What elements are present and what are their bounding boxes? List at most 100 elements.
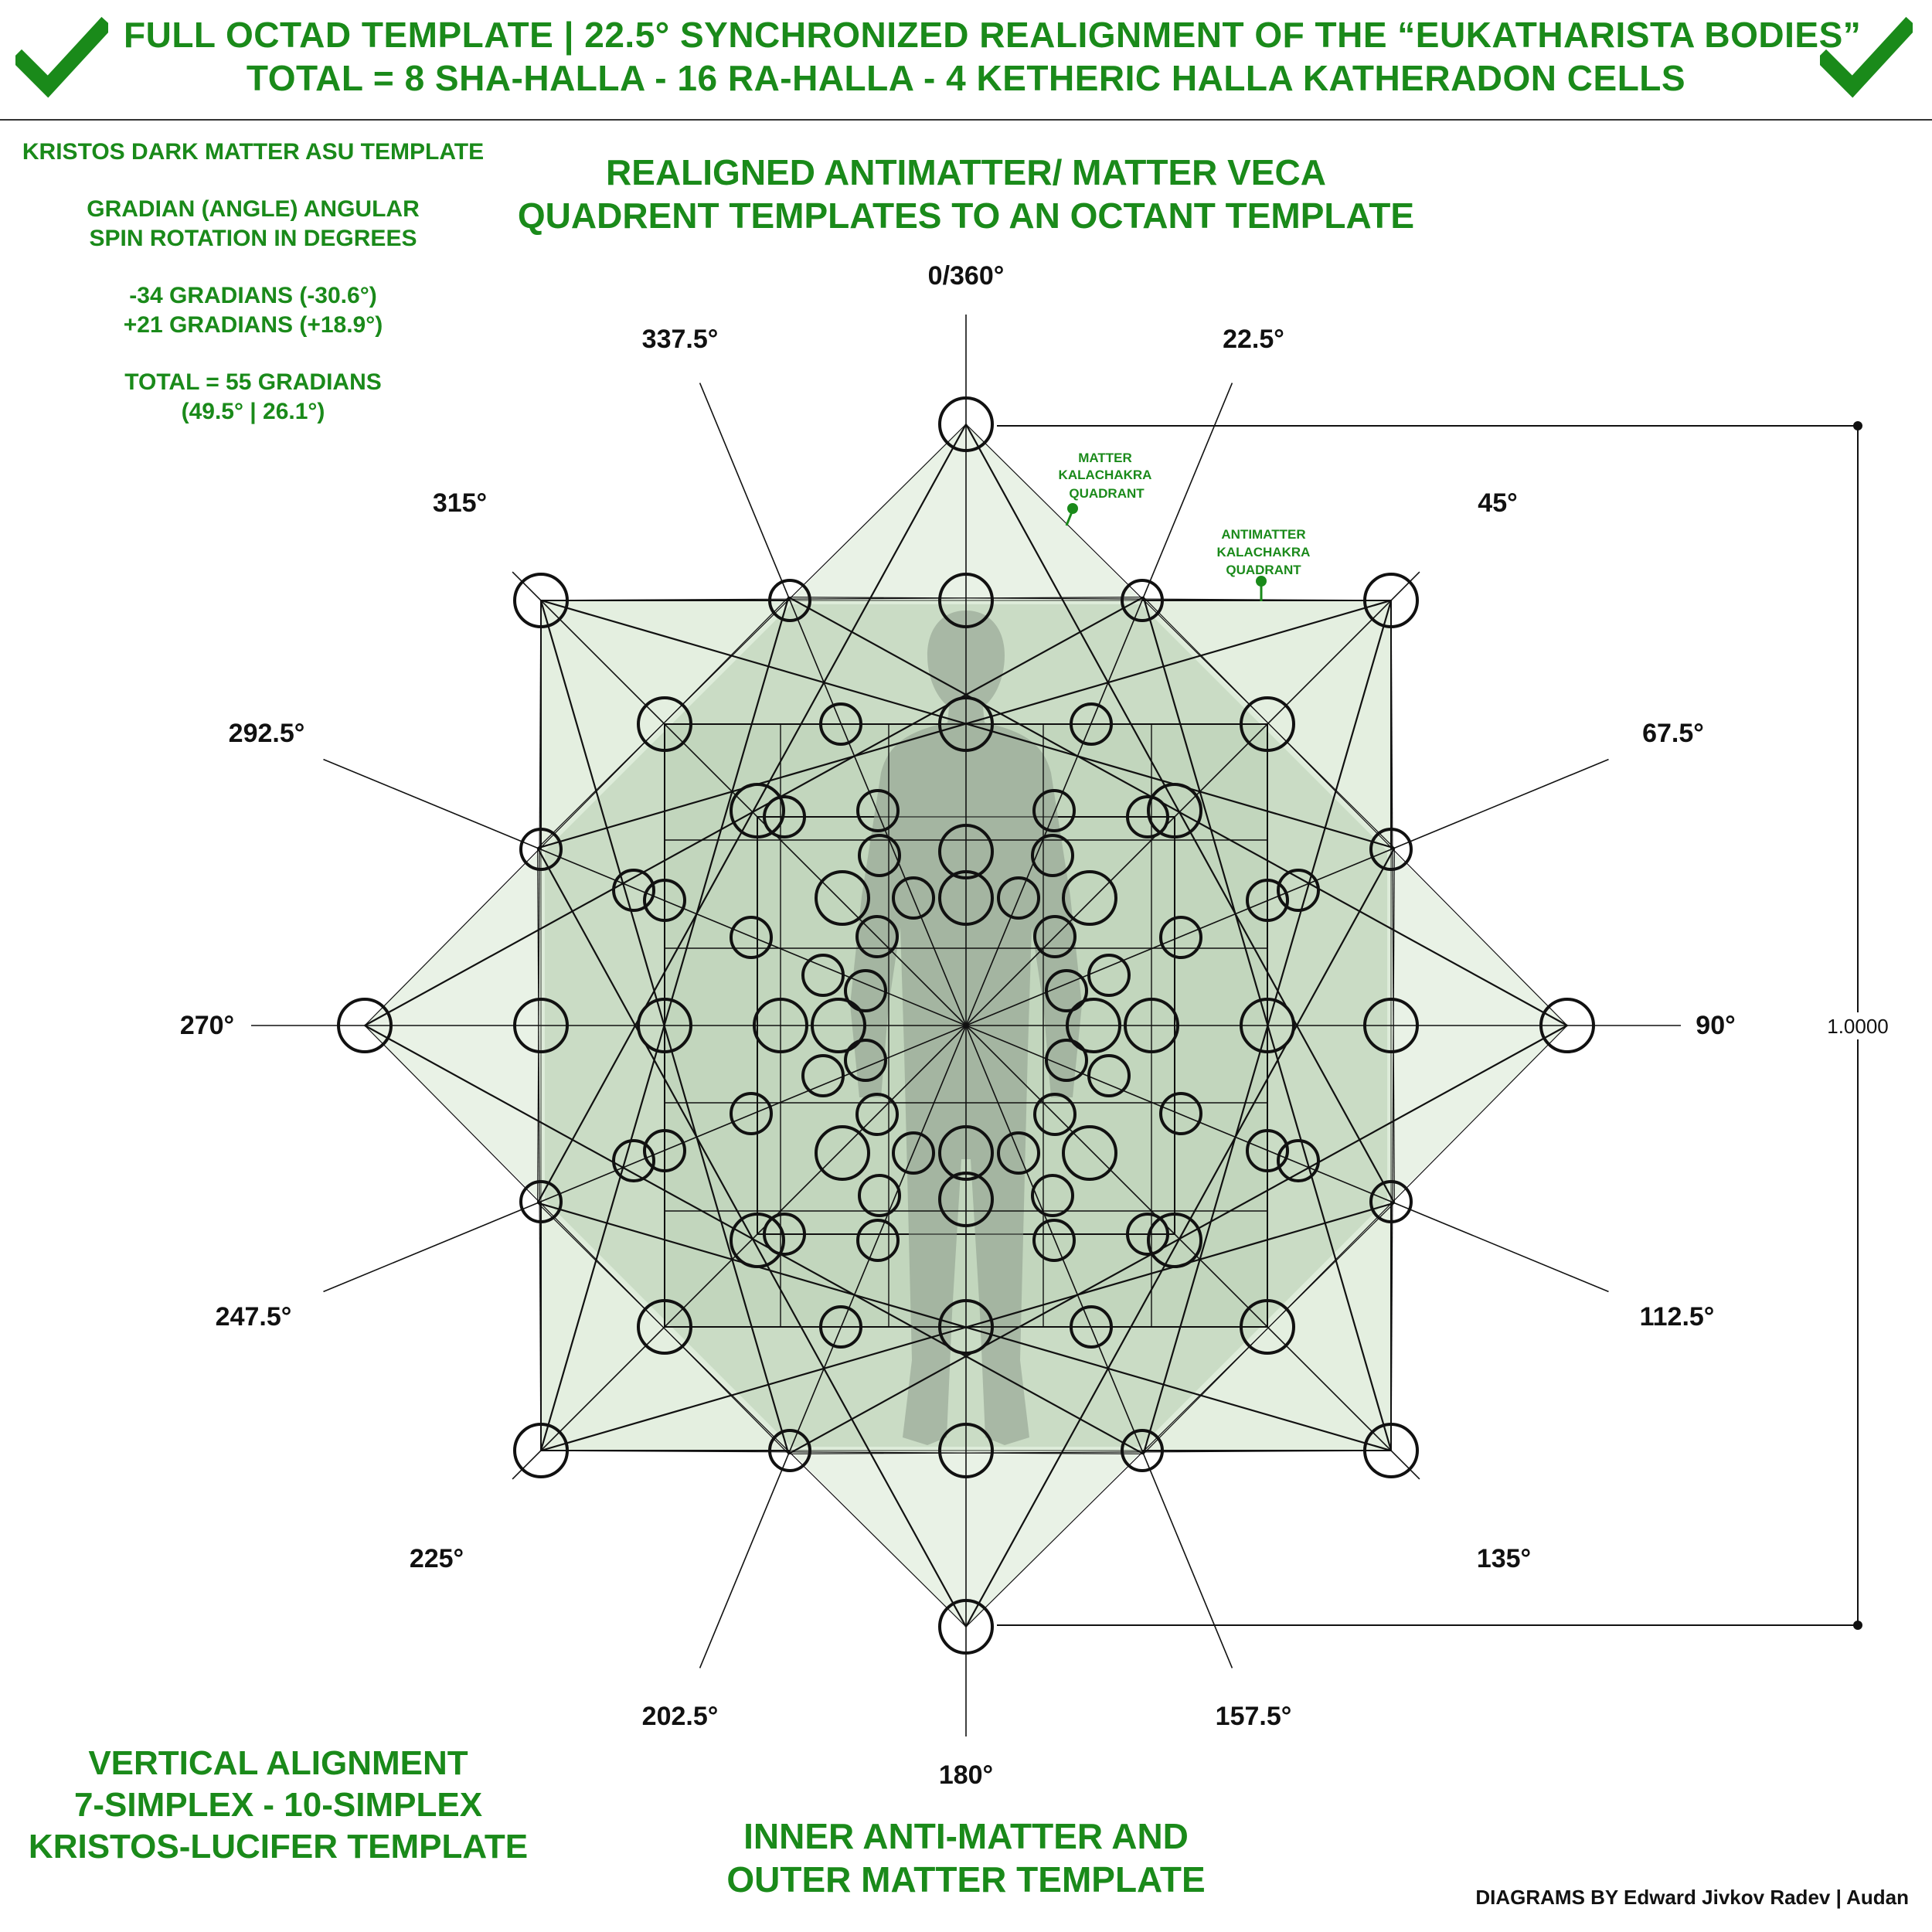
- halla-cell-node: [1159, 916, 1202, 959]
- matter-annotation-line1: MATTER: [1078, 451, 1132, 465]
- antimatter-annotation-dot: [1256, 576, 1267, 587]
- halla-cell-node: [892, 1131, 935, 1175]
- halla-cell-node: [938, 1423, 994, 1478]
- checkmark-icon-left: [15, 16, 108, 98]
- halla-cell-node: [1147, 1213, 1202, 1268]
- notes-value-positive: +21 GRADIANS (+18.9°): [123, 312, 383, 338]
- star-line-b: [788, 1450, 1392, 1454]
- star-line-a: [536, 847, 967, 1628]
- notes-total: TOTAL = 55 GRADIANS: [124, 369, 382, 395]
- angle-label-45: 45°: [1478, 488, 1517, 518]
- halla-cell-node: [858, 1174, 901, 1217]
- halla-cell-node: [858, 834, 901, 877]
- halla-cell-node: [1126, 1213, 1169, 1256]
- angle-label-157: 157.5°: [1216, 1702, 1292, 1731]
- halla-cell-node: [1277, 869, 1320, 912]
- angle-label-270: 270°: [180, 1011, 234, 1040]
- halla-cell-node: [938, 1599, 994, 1655]
- antimatter-annotation-line3: QUADRANT: [1226, 563, 1301, 577]
- template-lines: [251, 315, 1681, 1736]
- angle-label-292: 292.5°: [229, 719, 305, 748]
- halla-cell-node: [815, 870, 870, 926]
- main-title-line1: FULL OCTAD TEMPLATE | 22.5° SYNCHRONIZED…: [124, 15, 1862, 55]
- template-caption-line2: OUTER MATTER TEMPLATE: [726, 1859, 1206, 1900]
- halla-cell-node: [1159, 1092, 1202, 1135]
- halla-cell-node: [1070, 1305, 1113, 1349]
- antimatter-annotation-line2: KALACHAKRA: [1217, 545, 1311, 560]
- star-line-a: [787, 596, 1568, 1026]
- matter-annotation-line2: KALACHAKRA: [1059, 468, 1152, 482]
- halla-cell-node: [855, 915, 899, 958]
- star-line-b: [540, 1450, 1144, 1454]
- notes-total-degrees: (49.5° | 26.1°): [181, 399, 325, 424]
- notes-gradian-line2: SPIN ROTATION IN DEGREES: [89, 226, 417, 251]
- notes-heading: KRISTOS DARK MATTER ASU TEMPLATE: [22, 139, 485, 165]
- halla-cell-node: [1240, 1299, 1295, 1355]
- halla-cell-node: [1363, 998, 1419, 1053]
- halla-cells: [337, 396, 1595, 1655]
- star-line-a: [364, 596, 1145, 1026]
- antimatter-annotation-line1: ANTIMATTER: [1221, 527, 1305, 542]
- star-line-b: [364, 1025, 789, 1454]
- halla-cell-node: [768, 1429, 811, 1472]
- star-line-b: [1390, 600, 1395, 1203]
- halla-cell-node: [1032, 789, 1076, 832]
- angle-label-112: 112.5°: [1640, 1302, 1715, 1332]
- diagram-credit: DIAGRAMS BY Edward Jivkov Radev | Audan: [1475, 1886, 1909, 1909]
- diagram-subtitle: REALIGNED ANTIMATTER/ MATTER VECA QUADRE…: [433, 151, 1499, 237]
- halla-cell-node: [1032, 1219, 1076, 1262]
- halla-cell-node: [997, 876, 1040, 920]
- dimension-bottom-dot: [1853, 1621, 1862, 1630]
- halla-cell-node: [730, 916, 773, 959]
- halla-cell-node: [856, 1219, 900, 1262]
- halla-cell-node: [1033, 915, 1077, 958]
- halla-cell-node: [1363, 1423, 1419, 1478]
- subtitle-line1: REALIGNED ANTIMATTER/ MATTER VECA: [606, 152, 1326, 192]
- star-line-a: [364, 1025, 1145, 1455]
- star-line-b: [537, 600, 542, 1203]
- dimension-value: 1.0000: [1827, 1015, 1889, 1038]
- halla-cell-node: [819, 702, 862, 746]
- star-line-a: [965, 847, 1396, 1628]
- halla-cell-node: [1369, 1180, 1413, 1223]
- halla-cell-node: [1070, 702, 1113, 746]
- star-line-b: [537, 423, 967, 849]
- star-line-b: [364, 597, 789, 1026]
- halla-cell-node: [763, 795, 806, 838]
- halla-cell-node: [1033, 1093, 1077, 1136]
- angle-label-67: 67.5°: [1642, 719, 1704, 748]
- star-line-b: [1143, 597, 1568, 1026]
- dimension-bracket: 1.0000: [997, 421, 1889, 1630]
- star-line-a: [787, 1025, 1568, 1455]
- halla-cell-node: [513, 1423, 569, 1478]
- halla-cell-node: [1539, 998, 1595, 1053]
- halla-cell-node: [938, 396, 994, 452]
- halla-cell-node: [1045, 1039, 1088, 1082]
- halla-cell-node: [1246, 879, 1289, 922]
- dimension-top-dot: [1853, 421, 1862, 430]
- star-line-b: [1390, 848, 1395, 1451]
- caption-line1: VERTICAL ALIGNMENT: [88, 1744, 468, 1782]
- halla-cell-node: [811, 998, 866, 1053]
- main-title-line2: TOTAL = 8 SHA-HALLA - 16 RA-HALLA - 4 KE…: [246, 58, 1686, 98]
- halla-cell-node: [1240, 998, 1295, 1053]
- halla-cell-node: [519, 1180, 563, 1223]
- checkmark-icon-right: [1820, 16, 1913, 98]
- halla-cell-node: [730, 1213, 785, 1268]
- star-line-b: [1143, 1025, 1568, 1454]
- template-caption: INNER ANTI-MATTER AND OUTER MATTER TEMPL…: [657, 1815, 1275, 1901]
- halla-cell-node: [1246, 1129, 1289, 1172]
- halla-cell-node: [856, 789, 900, 832]
- halla-cell-node: [1124, 998, 1179, 1053]
- halla-cell-node: [1045, 969, 1088, 1012]
- angle-label-225: 225°: [410, 1544, 464, 1573]
- halla-cell-node: [938, 1299, 994, 1355]
- matter-annotation-dot: [1067, 503, 1078, 514]
- star-line-b: [788, 597, 1392, 601]
- angle-label-22: 22.5°: [1223, 325, 1284, 354]
- halla-cell-node: [1277, 1139, 1320, 1182]
- matter-annotation-line3: QUADRANT: [1069, 486, 1145, 501]
- halla-cell-node: [1031, 834, 1074, 877]
- halla-cell-node: [938, 696, 994, 752]
